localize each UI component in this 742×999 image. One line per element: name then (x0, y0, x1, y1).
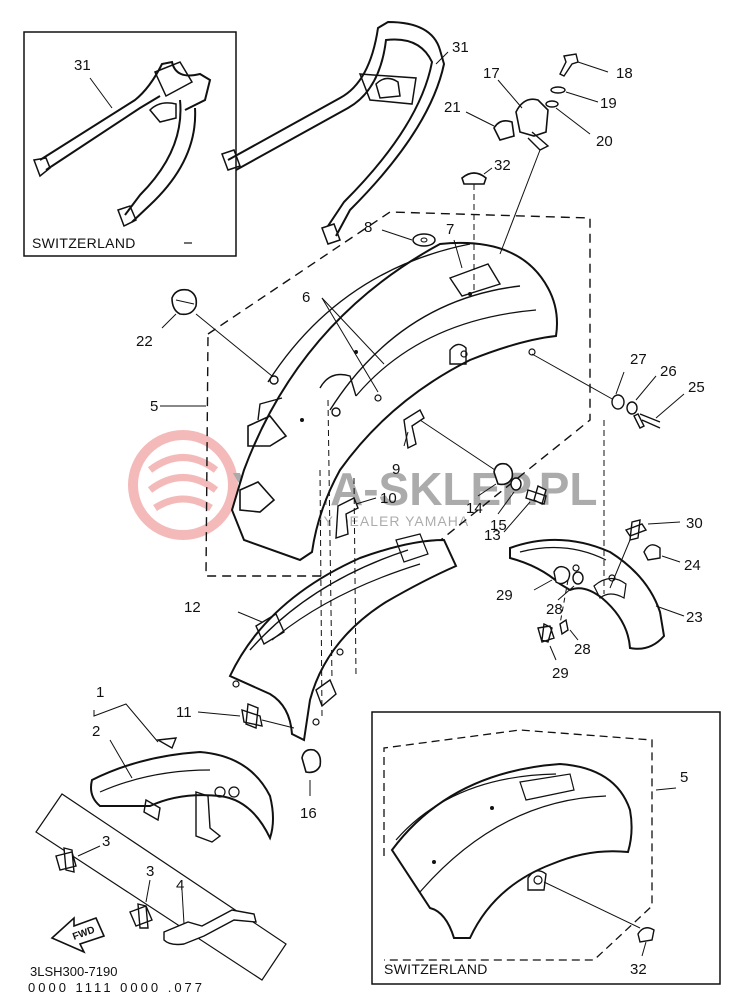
fender-assy-outline (205, 211, 591, 577)
grommet-22: 22 (136, 288, 273, 377)
hardware-11-16: 11 16 (176, 703, 322, 822)
watermark: YAMA-SKLEP.PL WYŁĄCZNY DEALER YAMAHA (128, 430, 598, 540)
inset-bottom-right: 32 5 SWITZERLAND (371, 711, 721, 985)
brackets-9-10: 9 10 (335, 408, 499, 539)
inset-frame-2 (371, 711, 721, 985)
callout-1: 1 (96, 684, 104, 701)
callout-6: 6 (302, 289, 310, 306)
callout-8: 8 (364, 219, 372, 236)
inset-top-caption: SWITZERLAND (32, 235, 136, 251)
callout-3b: 3 (146, 863, 154, 880)
fwd-arrow-icon: FWD (50, 916, 106, 954)
callout-29: 29 (496, 587, 513, 604)
callout-5: 5 (150, 398, 158, 415)
callout-5-inset: 5 (680, 769, 688, 786)
callout-26: 26 (660, 363, 677, 380)
callout-14: 14 (466, 500, 483, 517)
callout-17: 17 (483, 65, 500, 82)
rear-fender-tip-23: 23 (509, 420, 703, 650)
callout-32-inset: 32 (630, 961, 647, 978)
watermark-logo-icon (128, 430, 238, 540)
inset-frame (23, 31, 237, 257)
callout-32: 32 (494, 157, 511, 174)
callout-21: 21 (444, 99, 461, 116)
callout-10: 10 (380, 490, 397, 507)
callout-12: 12 (184, 599, 201, 616)
callout-18: 18 (616, 65, 633, 82)
callout-25: 25 (688, 379, 705, 396)
bottom-code: 0000 1111 0000 .077 (28, 980, 205, 994)
callout-31-inset: 31 (74, 57, 91, 74)
callout-7: 7 (446, 221, 454, 238)
callout-3: 3 (102, 833, 110, 850)
callout-16: 16 (300, 805, 317, 822)
inner-fender-12: 12 (184, 399, 458, 742)
bolts-25-27: 27 26 25 (531, 351, 705, 429)
hardware-13-15: 14 15 13 (466, 462, 547, 544)
callout-30: 30 (686, 515, 703, 532)
hardware-28-29: 29 28 28 29 (496, 565, 591, 682)
callout-24: 24 (684, 557, 701, 574)
hardware-top: 8 7 32 (364, 157, 511, 290)
callout-31: 31 (452, 39, 469, 56)
callout-15: 15 (490, 517, 507, 534)
callout-2: 2 (92, 723, 100, 740)
callout-29b: 29 (552, 665, 569, 682)
bracket-17: 17 21 18 19 20 (444, 53, 633, 255)
hardware-3-4: 3 3 4 (35, 793, 287, 981)
callout-4: 4 (176, 877, 184, 894)
callout-11: 11 (176, 704, 192, 721)
part-code: 3LSH300-7190 (30, 964, 117, 979)
rear-fender: 6 5 (150, 242, 558, 562)
callout-19: 19 (600, 95, 617, 112)
callout-9: 9 (392, 461, 400, 478)
callout-23: 23 (686, 609, 703, 626)
grab-bar: 31 (221, 20, 469, 245)
inset-top-left: 31 SWITZERLAND (23, 31, 237, 257)
callout-28: 28 (546, 601, 563, 618)
callout-20: 20 (596, 133, 613, 150)
callout-13: 13 (484, 527, 501, 544)
inset-bottom-caption: SWITZERLAND (384, 961, 488, 977)
callout-22: 22 (136, 333, 153, 350)
front-fender: 1 2 (90, 684, 274, 843)
callout-27: 27 (630, 351, 647, 368)
callout-28b: 28 (574, 641, 591, 658)
hardware-24-30: 30 24 (609, 515, 703, 589)
